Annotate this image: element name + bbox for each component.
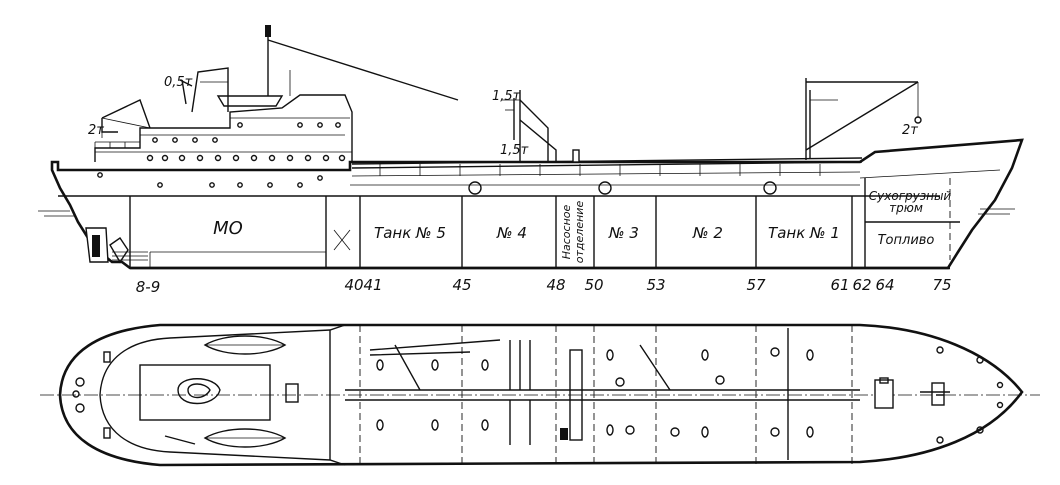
- frame-64: 64: [875, 276, 894, 294]
- portholes-row: [97, 122, 346, 188]
- frame-62: 62: [852, 276, 871, 294]
- fwd-crane-capacity: 2т: [902, 123, 918, 138]
- frame-45: 45: [452, 276, 471, 294]
- frame-41: 41: [363, 276, 382, 294]
- skylight: [139, 364, 271, 421]
- pump-room-piping: [369, 339, 671, 445]
- funnel: [191, 67, 229, 113]
- engine-room-label: МО: [213, 218, 243, 239]
- frame-53: 53: [646, 276, 665, 294]
- stern-fittings: [72, 351, 111, 439]
- plan-bulkheads: [359, 325, 853, 465]
- lifeboat: [216, 95, 284, 107]
- frame-57: 57: [746, 276, 766, 294]
- waterline-hatching: [38, 208, 1015, 217]
- tank-5-label: Танк № 5: [374, 224, 446, 242]
- tank-1-label: Танк № 1: [768, 224, 840, 242]
- tank-hatches: [376, 347, 814, 438]
- catwalk: [351, 157, 863, 195]
- aft-crane-capacity: 2т: [88, 123, 104, 138]
- dry-cargo-hold-label-1: Сухогрузный: [869, 189, 952, 203]
- frame-50: 50: [584, 276, 603, 294]
- frame-75: 75: [932, 276, 951, 294]
- frame-40: 40: [344, 276, 363, 294]
- fuel-tank-label: Топливо: [878, 233, 935, 248]
- frame-48: 48: [546, 276, 565, 294]
- ship-plan-view: [40, 323, 1040, 467]
- dry-cargo-hold-label-2: трюм: [889, 201, 923, 215]
- mid-crane-lower-capacity: 1,5т: [500, 143, 529, 158]
- frame-8-9: 8-9: [136, 278, 161, 296]
- ship-profile-view: МО Танк № 5 № 4 Насосное отделение № 3 №…: [38, 25, 1024, 296]
- tank-2-label: № 2: [692, 224, 723, 242]
- hull-outline: [50, 138, 1024, 270]
- pump-room-label-1: Насосное: [560, 205, 573, 260]
- aft-crane: [101, 99, 151, 133]
- mid-crane-upper-capacity: 1,5т: [492, 89, 521, 104]
- boat-davit-capacity: 0,5т: [164, 75, 193, 90]
- forecastle-fittings: [874, 346, 1004, 444]
- tank-3-label: № 3: [608, 224, 639, 242]
- tank-4-label: № 4: [496, 224, 527, 242]
- funnel-top: [177, 378, 221, 405]
- bulkheads: [129, 178, 960, 268]
- forward-crane: [805, 78, 922, 160]
- deck-plan-outline: [58, 323, 1024, 467]
- aft-superstructure: [94, 25, 459, 188]
- pump-room-label-2: отделение: [573, 201, 586, 264]
- rudder-propeller: [85, 227, 148, 264]
- frame-numbers: 8-9 40 41 45 48 50 53 57 61 62 64 75: [136, 276, 952, 296]
- frame-61: 61: [830, 276, 849, 294]
- midship-crane: [502, 90, 580, 163]
